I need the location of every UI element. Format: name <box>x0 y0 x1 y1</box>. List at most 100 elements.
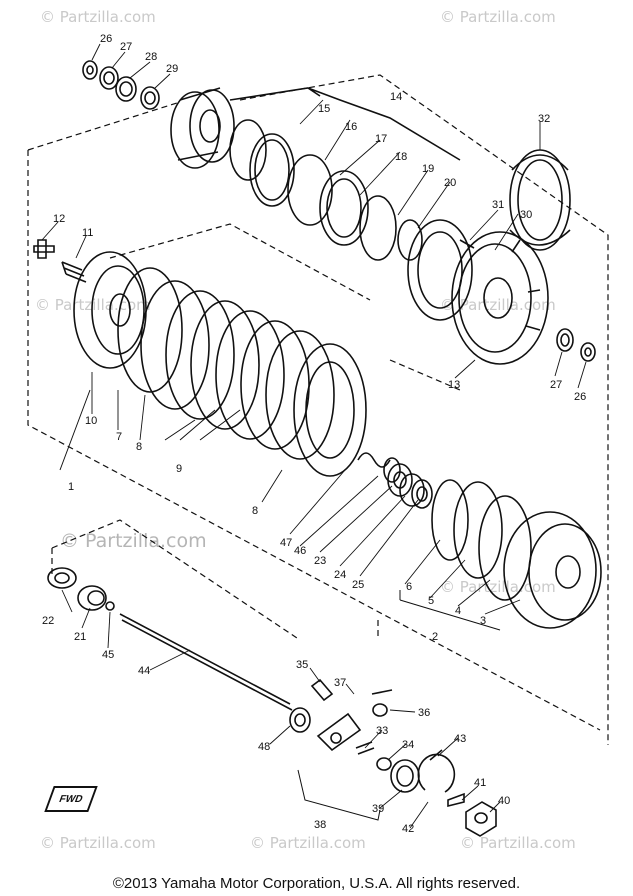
fwd-label: FWD <box>57 793 85 805</box>
label-27: 27 <box>120 41 132 53</box>
label-15: 15 <box>318 103 330 115</box>
label-27-right: 27 <box>550 379 562 391</box>
label-46: 46 <box>294 545 306 557</box>
part-44-push-rod <box>119 613 293 711</box>
part-17-plate <box>287 154 333 226</box>
watermark: © Partzilla.com <box>250 834 366 852</box>
label-5: 5 <box>428 595 434 607</box>
part-36-nut <box>372 703 388 717</box>
label-48: 48 <box>258 741 270 753</box>
part-39-oil-seal <box>390 759 420 793</box>
label-32: 32 <box>538 113 550 125</box>
part-42-circlip <box>417 753 456 793</box>
bracket-1 <box>59 389 91 471</box>
label-40: 40 <box>498 795 510 807</box>
part-43-screw <box>429 749 443 761</box>
label-26-right: 26 <box>574 391 586 403</box>
label-6: 6 <box>406 581 412 593</box>
part-34-nut <box>376 757 392 771</box>
label-33: 33 <box>376 725 388 737</box>
label-8-bottom: 8 <box>252 505 258 517</box>
part-45-ball <box>105 601 115 611</box>
label-36: 36 <box>418 707 430 719</box>
label-28: 28 <box>145 51 157 63</box>
label-43: 43 <box>454 733 466 745</box>
part-31-gear <box>407 219 473 321</box>
copyright-notice: ©2013 Yamaha Motor Corporation, U.S.A. A… <box>112 875 521 892</box>
bracket-14 <box>229 87 461 161</box>
label-24: 24 <box>334 569 346 581</box>
label-38: 38 <box>314 819 326 831</box>
label-26: 26 <box>100 33 112 45</box>
part-15-ring <box>229 119 267 181</box>
label-44: 44 <box>138 665 150 677</box>
label-47: 47 <box>280 537 292 549</box>
part-37-screw <box>371 689 393 695</box>
label-14: 14 <box>390 91 402 103</box>
label-23: 23 <box>314 555 326 567</box>
label-18: 18 <box>395 151 407 163</box>
label-8-top: 8 <box>136 441 142 453</box>
label-16: 16 <box>345 121 357 133</box>
part-6-ring <box>431 479 469 561</box>
part-29-nut <box>140 86 160 110</box>
label-9: 9 <box>176 463 182 475</box>
part-26b-nut <box>580 342 596 362</box>
part-16-ring <box>249 133 295 207</box>
label-37: 37 <box>334 677 346 689</box>
label-45: 45 <box>102 649 114 661</box>
label-12: 12 <box>53 213 65 225</box>
label-41: 41 <box>474 777 486 789</box>
watermark: © Partzilla.com <box>40 834 156 852</box>
watermark: © Partzilla.com <box>60 530 207 552</box>
clutch-plates-stack <box>117 267 367 477</box>
label-25: 25 <box>352 579 364 591</box>
part-32-ring-gear <box>509 149 571 251</box>
part-27b-washer <box>556 328 574 352</box>
part-41-screw <box>447 792 465 808</box>
part-28-washer <box>115 76 137 102</box>
label-35: 35 <box>296 659 308 671</box>
label-31: 31 <box>492 199 504 211</box>
part-48-seal <box>289 707 311 733</box>
part-12-bolt <box>33 239 55 259</box>
part-26-nut <box>82 60 98 80</box>
label-21: 21 <box>74 631 86 643</box>
part-21-bearing <box>77 585 107 611</box>
assembly-boundary <box>27 74 609 745</box>
part-3-clutch-boss <box>503 511 602 629</box>
bracket-38 <box>297 769 381 821</box>
part-19-ring <box>359 195 397 261</box>
label-3: 3 <box>480 615 486 627</box>
label-30: 30 <box>520 209 532 221</box>
part-5-plate <box>453 481 503 579</box>
label-4: 4 <box>455 605 461 617</box>
label-22: 22 <box>42 615 54 627</box>
part-46-washer <box>383 457 401 483</box>
watermark: © Partzilla.com <box>460 834 576 852</box>
label-1: 1 <box>68 481 74 493</box>
part-11-spring <box>61 261 87 283</box>
part-40-nut <box>465 801 497 837</box>
label-42: 42 <box>402 823 414 835</box>
watermark: © Partzilla.com <box>440 296 556 314</box>
label-20: 20 <box>444 177 456 189</box>
label-19: 19 <box>422 163 434 175</box>
part-13-clutch-housing <box>451 231 549 365</box>
part-24-washer <box>399 473 425 507</box>
primary-boss <box>170 87 235 169</box>
label-11: 11 <box>82 227 93 239</box>
watermark: © Partzilla.com <box>40 8 156 26</box>
part-20-ring <box>397 219 423 261</box>
part-4-plate <box>478 495 532 601</box>
label-39: 39 <box>372 803 384 815</box>
label-7: 7 <box>116 431 122 443</box>
label-13: 13 <box>448 379 460 391</box>
bracket-2 <box>399 590 501 631</box>
label-29: 29 <box>166 63 178 75</box>
part-22-washer <box>47 567 77 589</box>
label-2: 2 <box>432 631 438 643</box>
part-25-ring <box>411 479 433 509</box>
part-38-push-lever <box>316 712 362 752</box>
